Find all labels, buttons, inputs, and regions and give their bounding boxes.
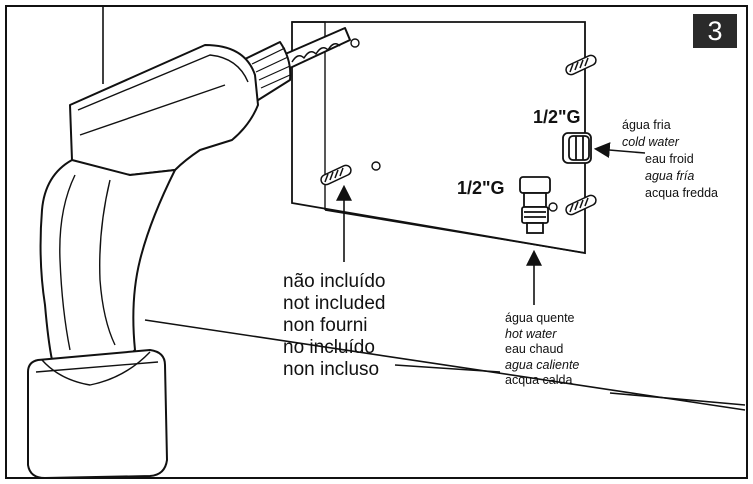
cold-water-it: acqua fredda	[645, 186, 718, 200]
cold-water-es: agua fría	[645, 169, 695, 183]
hot-water-label: água quente hot water eau chaud agua cal…	[505, 311, 579, 389]
drill-holes	[350, 38, 558, 212]
annotation-arrows	[336, 142, 746, 406]
hot-water-it: acqua calda	[505, 373, 573, 387]
wall-lines	[102, 6, 746, 411]
not-included-it: non incluso	[283, 359, 380, 380]
hot-water-pt: água quente	[505, 311, 575, 325]
drill-illustration	[27, 27, 351, 479]
cold-water-pt: água fria	[622, 118, 671, 132]
wall-plug-top	[565, 54, 597, 76]
hot-water-fr: eau chaud	[505, 342, 564, 356]
cold-water-fr: eau froid	[645, 152, 694, 166]
hot-water-es: agua caliente	[505, 357, 580, 372]
hot-thread-size-label: 1/2"G	[457, 178, 505, 198]
cold-water-fitting	[562, 132, 592, 164]
diagram-border	[5, 5, 748, 479]
not-included-fr: non fourni	[283, 315, 368, 336]
step-number-badge: 3	[693, 14, 737, 48]
cold-water-label: água fria cold water eau froid agua fría…	[622, 117, 718, 202]
hot-water-en: hot water	[505, 326, 557, 341]
not-included-en: not included	[283, 293, 386, 314]
not-included-es: no incluído	[283, 337, 375, 358]
not-included-pt: não incluído	[283, 271, 386, 292]
hot-water-fitting	[519, 176, 551, 234]
cold-water-en: cold water	[622, 135, 679, 149]
wall-box	[291, 21, 586, 255]
not-included-label: não incluído not included non fourni no …	[283, 271, 385, 381]
wall-plug-right	[565, 194, 597, 216]
cold-thread-size-label: 1/2"G	[533, 107, 581, 127]
wall-plug-left	[320, 164, 352, 186]
